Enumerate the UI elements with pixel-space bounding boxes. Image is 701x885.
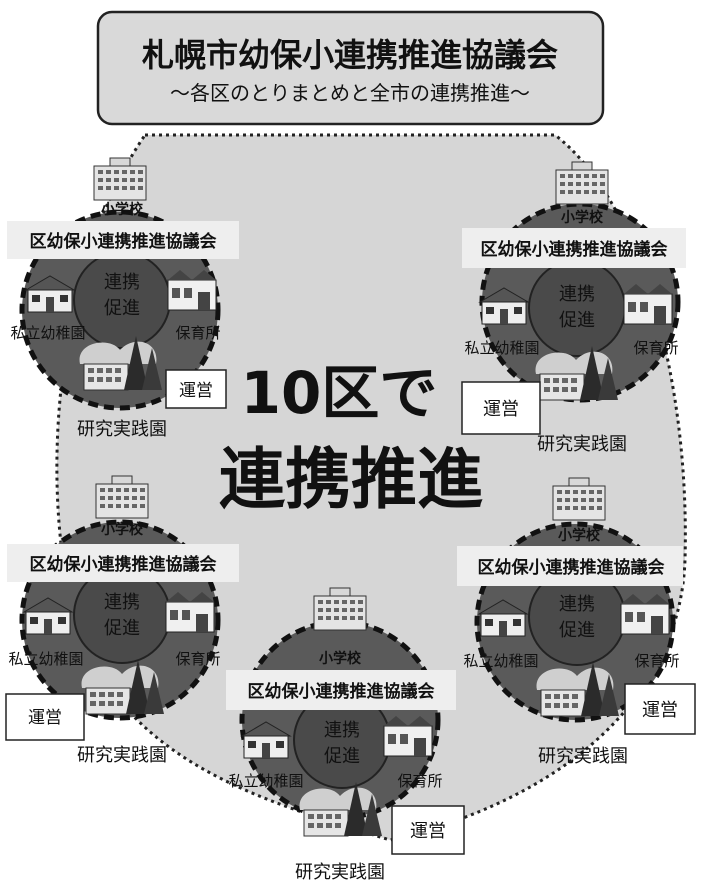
coordination-label-2: 促進 <box>559 310 595 331</box>
operation-box <box>165 369 227 409</box>
council-banner <box>462 228 686 268</box>
council-banner-label: 区幼保小連携推進協議会 <box>478 557 665 578</box>
header-subtitle: ～各区のとりまとめと全市の連携推進～ <box>170 81 530 105</box>
council-banner-label: 区幼保小連携推進協議会 <box>248 681 435 702</box>
district-council-middle-left: 小学校 区幼保小連携推進協議会 連携 促進 私立幼稚園 保育所 運営 研究実践園 <box>5 475 239 766</box>
operation-box <box>391 805 465 855</box>
research-label: 研究実践園 <box>295 862 385 883</box>
council-banner-label: 区幼保小連携推進協議会 <box>30 554 217 575</box>
research-label: 研究実践園 <box>537 434 627 455</box>
coordination-label-1: 連携 <box>104 592 140 613</box>
kindergarten-label: 私立幼稚園 <box>463 652 538 670</box>
elementary-label: 小学校 <box>101 201 144 218</box>
elementary-label: 小学校 <box>101 521 144 538</box>
nursery-label: 保育所 <box>175 324 220 342</box>
operation-label: 運営 <box>410 821 446 842</box>
nursery-label: 保育所 <box>634 652 679 670</box>
elementary-label: 小学校 <box>561 209 604 226</box>
header-box: 札幌市幼保小連携推進協議会 ～各区のとりまとめと全市の連携推進～ <box>96 10 605 126</box>
council-banner <box>7 544 239 582</box>
operation-box <box>624 683 696 735</box>
coordination-label-2: 促進 <box>559 620 595 641</box>
kindergarten-label: 私立幼稚園 <box>10 324 85 342</box>
operation-label: 運営 <box>642 700 678 721</box>
operation-box <box>461 381 541 435</box>
kindergarten-label: 私立幼稚園 <box>464 339 539 357</box>
coordination-label-2: 促進 <box>104 618 140 639</box>
coordination-label-1: 連携 <box>324 720 360 741</box>
operation-label: 運営 <box>179 381 213 401</box>
coordination-label-2: 促進 <box>324 746 360 767</box>
research-label: 研究実践園 <box>77 419 167 440</box>
coordination-label-2: 促進 <box>104 298 140 319</box>
coordination-label-1: 連携 <box>104 272 140 293</box>
elementary-label: 小学校 <box>558 527 601 544</box>
research-label: 研究実践園 <box>77 745 167 766</box>
elementary-label: 小学校 <box>319 650 362 667</box>
district-council-top-right: 小学校 区幼保小連携推進協議会 連携 促進 私立幼稚園 保育所 運営 研究実践園 <box>461 161 686 455</box>
nursery-label: 保育所 <box>633 339 678 357</box>
district-council-middle-right: 小学校 区幼保小連携推進協議会 連携 促進 私立幼稚園 保育所 運営 研究実践園 <box>457 477 696 767</box>
council-banner <box>226 670 456 710</box>
research-label: 研究実践園 <box>538 746 628 767</box>
kindergarten-label: 私立幼稚園 <box>8 650 83 668</box>
operation-box <box>5 693 85 741</box>
council-banner <box>457 546 683 586</box>
nursery-label: 保育所 <box>175 650 220 668</box>
district-council-bottom-center: 小学校 区幼保小連携推進協議会 連携 促進 私立幼稚園 保育所 運営 研究実践園 <box>226 587 465 883</box>
council-banner-label: 区幼保小連携推進協議会 <box>30 231 217 252</box>
operation-label: 運営 <box>483 399 519 420</box>
operation-label: 運営 <box>28 708 62 728</box>
kindergarten-label: 私立幼稚園 <box>228 772 303 790</box>
coordination-label-1: 連携 <box>559 284 595 305</box>
header-title: 札幌市幼保小連携推進協議会 <box>142 36 558 74</box>
council-banner <box>7 221 239 259</box>
district-council-top-left: 小学校 区幼保小連携推進協議会 連携 促進 私立幼稚園 保育所 運営 研究実践園 <box>7 157 239 440</box>
coordination-label-1: 連携 <box>559 594 595 615</box>
council-banner-label: 区幼保小連携推進協議会 <box>481 239 668 260</box>
coordination-circle <box>528 259 626 357</box>
center-line-2: 連携推進 <box>219 441 483 518</box>
nursery-label: 保育所 <box>397 772 442 790</box>
center-line-1: 10区で <box>241 359 438 427</box>
